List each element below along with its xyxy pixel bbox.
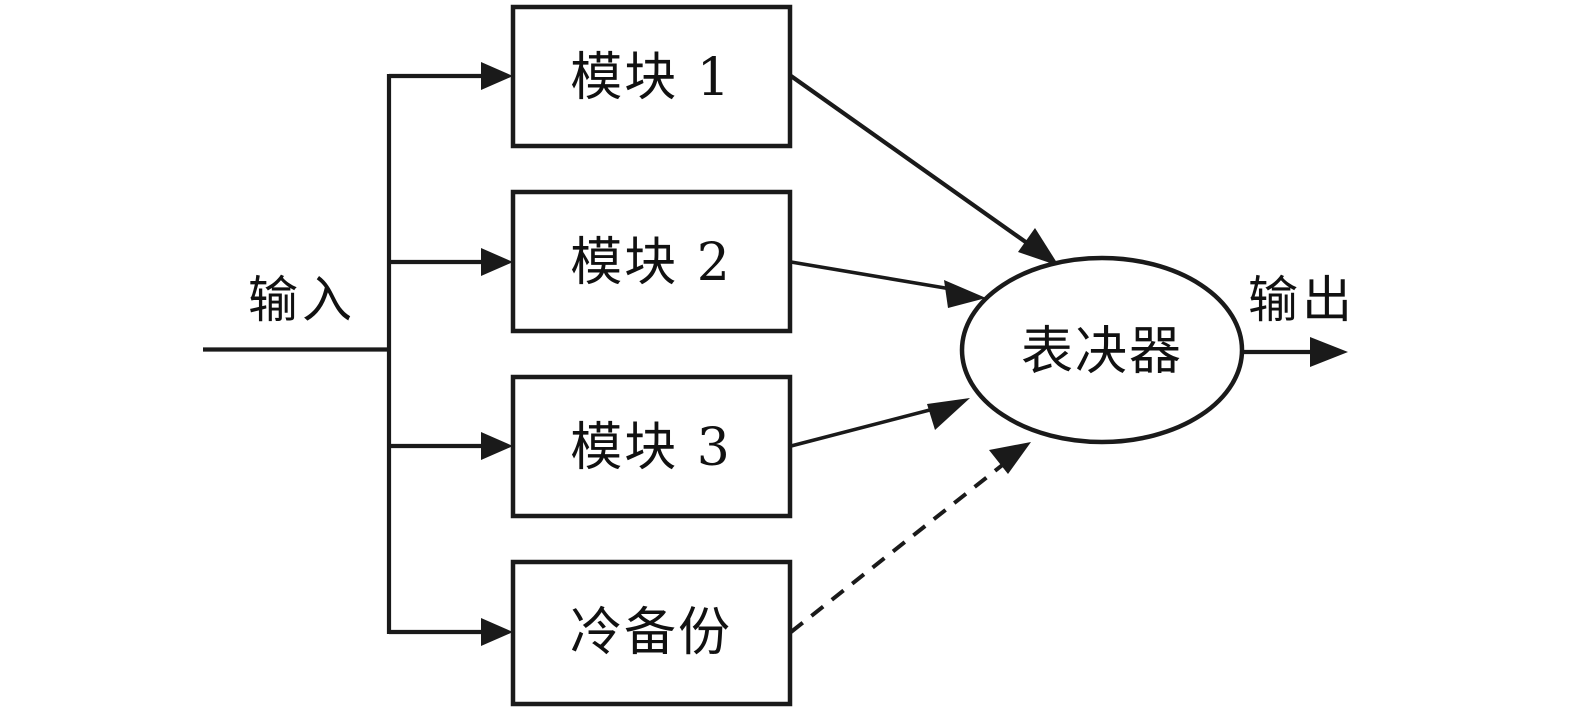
input-trunk-group [203,74,392,634]
cold-backup-box[interactable] [510,559,793,707]
edge-module-2-to-voter [790,260,986,308]
edge-cold-backup-to-voter [789,442,1031,634]
module-3-label: 模块 3 [570,418,732,478]
arrowhead-module-1-to-voter [1018,228,1059,266]
module-3-box[interactable] [510,374,793,519]
arrowhead-branch-cold-backup [481,618,513,646]
input-label: 输入 [248,271,356,329]
arrowhead-branch-module-2 [481,248,513,276]
branch-to-cold-backup [389,618,513,646]
module-2-box[interactable] [510,189,793,334]
branch-to-module-2 [389,248,513,276]
arrowhead-output [1310,337,1348,367]
module-1-box[interactable] [510,4,793,149]
arrowhead-branch-module-3 [481,432,513,460]
arrowhead-module-2-to-voter [944,280,986,308]
branch-to-module-1 [389,62,513,90]
edge-module-1-to-voter [789,74,1059,266]
arrowhead-module-3-to-voter [927,398,970,430]
output-label: 输出 [1248,271,1356,329]
voter-label: 表决器 [1021,322,1183,382]
module-2-label: 模块 2 [570,233,732,293]
output-edge-group [1242,337,1348,367]
edge-module-3-to-voter [790,398,970,448]
module-1-label: 模块 1 [570,48,732,108]
branch-to-module-3 [389,432,513,460]
cold-backup-label: 冷备份 [570,603,732,663]
arrowhead-branch-module-1 [481,62,513,90]
arrowhead-cold-backup-to-voter [989,442,1031,474]
